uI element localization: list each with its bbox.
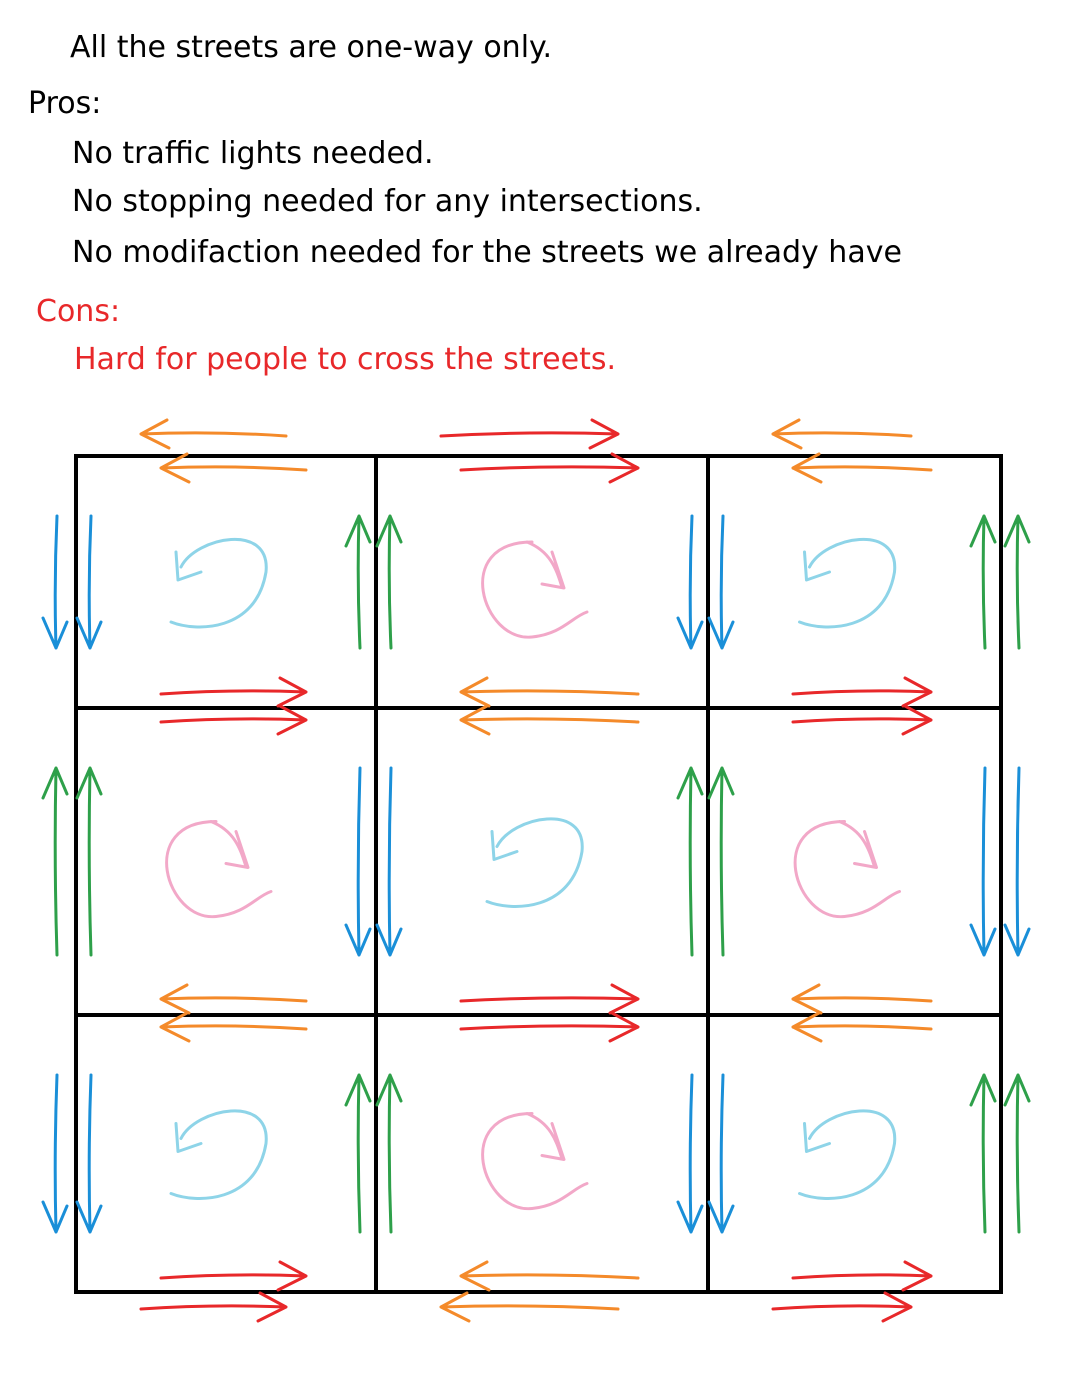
street-arrow-down: [707, 1073, 735, 1234]
street-arrow-left: [459, 676, 640, 708]
street-arrow-up: [707, 766, 735, 957]
street-arrow-up: [75, 766, 103, 957]
street-arrow-right: [459, 452, 640, 484]
pros-heading: Pros:: [28, 86, 102, 121]
street-arrow-down: [969, 766, 997, 957]
street-arrow-down: [375, 766, 403, 957]
street-arrow-right: [159, 676, 308, 708]
street-arrow-up: [375, 1073, 403, 1234]
street-arrow-down: [676, 1073, 704, 1234]
street-arrow-up: [1003, 514, 1031, 650]
pros-item: No modifaction needed for the streets we…: [72, 235, 902, 270]
street-arrow-up: [969, 514, 997, 650]
street-arrow-up: [1003, 1073, 1031, 1234]
street-arrow-right: [139, 1291, 288, 1323]
street-arrow-up: [676, 766, 704, 957]
grid-border: [74, 454, 1003, 1294]
street-arrow-up: [375, 514, 403, 650]
street-arrow-right: [791, 1260, 933, 1292]
street-arrow-down: [41, 514, 69, 650]
street-arrow-left: [139, 418, 288, 450]
cons-heading: Cons:: [36, 294, 121, 329]
street-arrow-down: [75, 514, 103, 650]
street-arrow-left: [771, 418, 913, 450]
street-arrow-left: [791, 983, 933, 1015]
street-arrow-up: [969, 1073, 997, 1234]
rotation-loop-clockwise: [793, 820, 901, 919]
street-arrow-right: [159, 704, 308, 736]
rotation-loop-counterclockwise: [485, 817, 584, 908]
street-arrow-left: [459, 704, 640, 736]
street-arrow-right: [459, 1011, 640, 1043]
street-arrow-right: [791, 704, 933, 736]
pros-item: No traffic lights needed.: [72, 136, 434, 171]
street-arrow-left: [459, 1260, 640, 1292]
street-arrow-down: [707, 514, 735, 650]
street-arrow-left: [159, 983, 308, 1015]
street-arrow-left: [791, 1011, 933, 1043]
street-arrow-right: [459, 983, 640, 1015]
street-arrow-right: [439, 418, 620, 450]
rotation-loop-clockwise: [481, 540, 589, 639]
street-arrow-right: [771, 1291, 913, 1323]
rotation-loop-clockwise: [481, 1112, 589, 1211]
street-arrow-down: [41, 1073, 69, 1234]
cons-item: Hard for people to cross the streets.: [74, 342, 616, 377]
street-arrow-down: [75, 1073, 103, 1234]
intro-text: All the streets are one-way only.: [70, 30, 553, 65]
street-arrow-left: [159, 1011, 308, 1043]
street-arrow-right: [791, 676, 933, 708]
rotation-loop-counterclockwise: [169, 537, 268, 629]
street-arrow-right: [159, 1260, 308, 1292]
rotation-loop-counterclockwise: [798, 537, 897, 629]
rotation-loop-clockwise: [165, 820, 273, 919]
street-arrow-up: [344, 1073, 372, 1234]
street-arrow-up: [344, 514, 372, 650]
street-arrow-left: [439, 1291, 620, 1323]
street-arrow-left: [791, 452, 933, 484]
pros-item: No stopping needed for any intersections…: [72, 184, 703, 219]
rotation-loop-counterclockwise: [798, 1109, 897, 1200]
street-arrow-up: [41, 766, 69, 957]
street-arrow-down: [676, 514, 704, 650]
street-arrow-down: [344, 766, 372, 957]
street-arrow-down: [1003, 766, 1031, 957]
rotation-loop-counterclockwise: [169, 1109, 268, 1200]
street-arrow-left: [159, 452, 308, 484]
